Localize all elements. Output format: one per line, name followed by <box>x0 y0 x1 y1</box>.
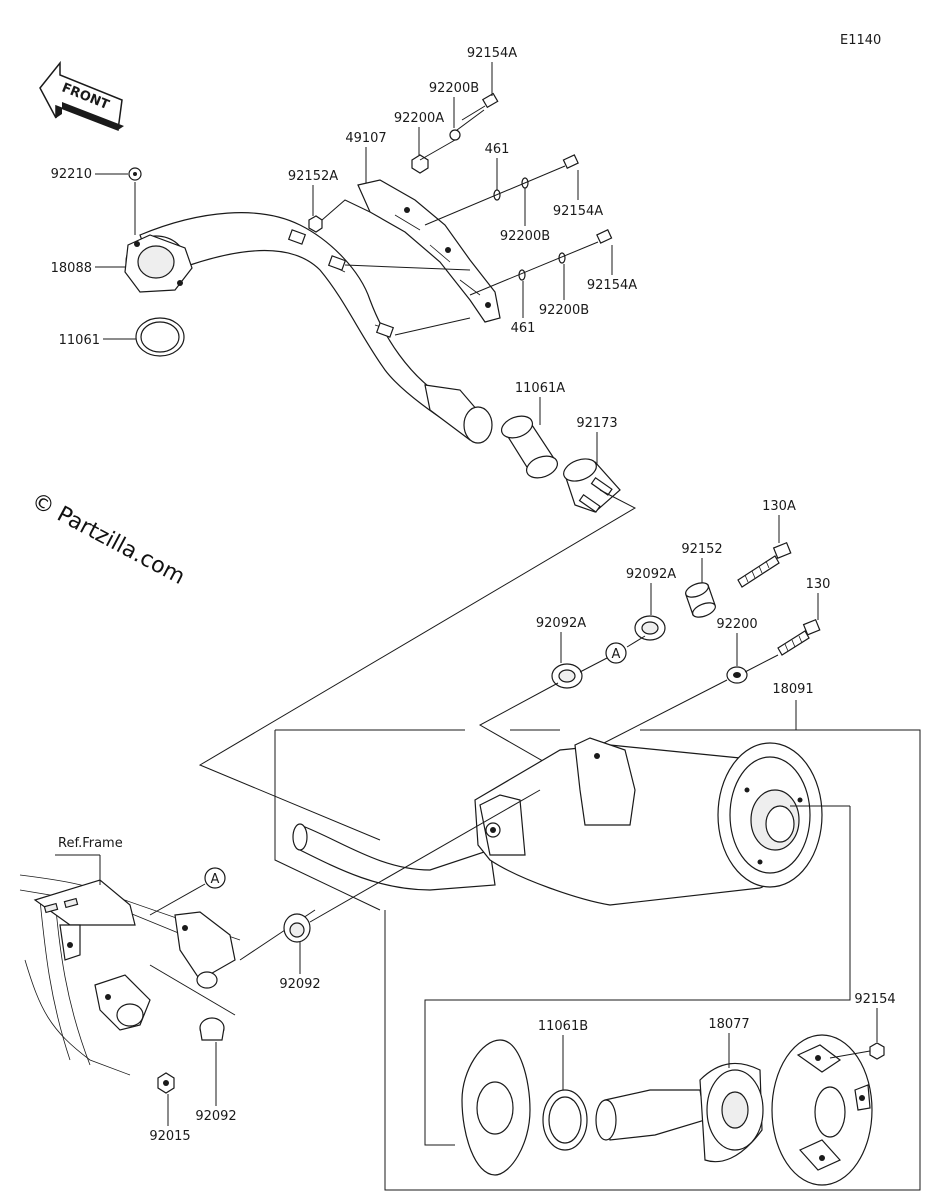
ref-marker-a-frame <box>204 867 226 889</box>
label-92154: 92154 <box>854 992 895 1007</box>
ref-frame-label: Ref.Frame <box>58 836 123 851</box>
label-92173: 92173 <box>576 416 617 431</box>
grommet-92092A-left <box>551 663 583 689</box>
front-arrow-icon: FRONT <box>39 60 124 132</box>
label-92210: 92210 <box>51 167 92 182</box>
ref-marker-a-top <box>605 642 627 664</box>
label-92092A-right: 92092A <box>626 567 676 582</box>
label-11061: 11061 <box>59 333 100 348</box>
label-92092-low: 92092 <box>195 1109 236 1124</box>
label-92200B-top: 92200B <box>429 81 479 96</box>
bolt-92154A-mid <box>562 154 579 169</box>
clamp-92173 <box>563 458 621 513</box>
collar-92152 <box>685 582 716 618</box>
header-pipe-18088 <box>124 212 493 444</box>
label-92200: 92200 <box>716 617 757 632</box>
label-92154A-mid: 92154A <box>553 204 603 219</box>
svg-text:A: A <box>211 872 220 887</box>
sleeve-11061A <box>500 415 559 479</box>
grommet-92092A-right <box>634 615 666 641</box>
label-18077: 18077 <box>708 1017 749 1032</box>
label-461-top: 461 <box>485 142 510 157</box>
bolt-92154A-low <box>596 229 613 244</box>
washer-92200B-top <box>449 129 461 141</box>
label-18091: 18091 <box>772 682 813 697</box>
watermark: © Partzilla.com <box>27 488 189 590</box>
grommet-92092-mid <box>283 913 311 943</box>
label-92092A-left: 92092A <box>536 616 586 631</box>
label-18088: 18088 <box>51 261 92 276</box>
label-92200B-low: 92200B <box>539 303 589 318</box>
end-cap <box>771 1034 873 1186</box>
heat-guard-49107 <box>357 179 501 323</box>
label-130: 130 <box>806 577 831 592</box>
label-92200B-mid: 92200B <box>500 229 550 244</box>
gasket-plate <box>461 1039 531 1176</box>
spark-arrester-18077 <box>595 1062 764 1163</box>
nut-92154 <box>869 1042 885 1060</box>
label-49107: 49107 <box>345 131 386 146</box>
bolt-130 <box>777 618 821 656</box>
collar-461-low <box>518 269 526 281</box>
label-130A: 130A <box>762 499 796 514</box>
bolt-130A <box>737 541 792 588</box>
frame-ref <box>19 854 241 1076</box>
svg-text:A: A <box>612 647 621 662</box>
label-92092-mid: 92092 <box>279 977 320 992</box>
diagram-code: E1140 <box>840 33 881 48</box>
nut-92152A <box>308 215 323 233</box>
muffler-18091 <box>274 700 921 1191</box>
label-92200A: 92200A <box>394 111 444 126</box>
nut-92200A <box>411 154 429 174</box>
label-92152A: 92152A <box>288 169 338 184</box>
grommet-92092-low <box>199 1017 225 1041</box>
label-92015: 92015 <box>149 1129 190 1144</box>
label-11061B: 11061B <box>538 1019 588 1034</box>
label-92152: 92152 <box>681 542 722 557</box>
label-92154A-low: 92154A <box>587 278 637 293</box>
bolt-92154A-top <box>461 92 499 121</box>
label-92154A-top: 92154A <box>467 46 517 61</box>
label-461-low: 461 <box>511 321 536 336</box>
label-11061A: 11061A <box>515 381 565 396</box>
